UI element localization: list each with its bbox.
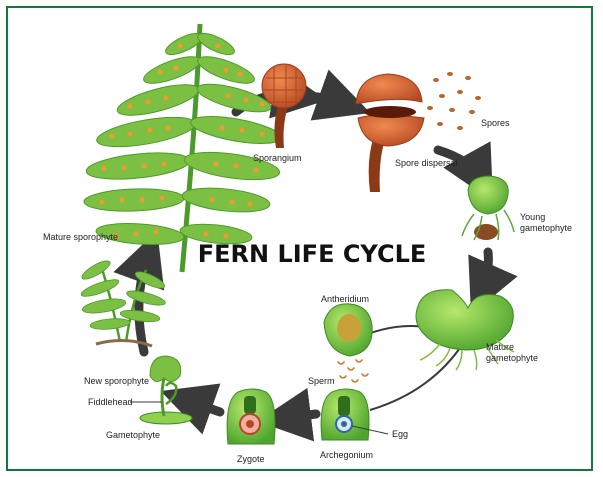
egg-nucleus (341, 421, 347, 427)
released-spores (427, 72, 481, 130)
new-sporophyte-illustration (130, 356, 192, 424)
mature-gametophyte-body (416, 290, 513, 350)
young-gametophyte-body (468, 176, 508, 214)
open-sporangium-mouth (364, 106, 416, 118)
label-zygote: Zygote (237, 454, 265, 464)
label-archegonium: Archegonium (320, 450, 373, 460)
open-sporangium-illustration (356, 72, 481, 192)
arrow-sporangium-to-open (310, 96, 345, 104)
label-new-sporophyte: New sporophyte (84, 376, 149, 386)
gametophyte-base (140, 412, 192, 424)
zygote-neck (244, 396, 256, 414)
zygote-nucleus (246, 420, 254, 428)
open-sporangium-top (356, 74, 422, 104)
sperm-cells (338, 360, 368, 382)
small-fern-illustration (79, 258, 166, 346)
fiddlehead-coil (166, 383, 176, 404)
label-spores: Spores (481, 118, 510, 128)
new-sporophyte-stem (162, 378, 164, 416)
label-young-gametophyte-line2: gametophyte (520, 223, 572, 233)
label-sporangium: Sporangium (253, 153, 302, 163)
frond-leaflets (84, 29, 284, 247)
label-mature-sporophyte: Mature sporophyte (43, 232, 118, 242)
sporangium-head (262, 64, 306, 108)
label-egg: Egg (392, 429, 408, 439)
connector-archegonium (370, 345, 462, 410)
antheridium-chamber (337, 314, 361, 342)
label-mature-gametophyte-line2: gametophyte (486, 353, 538, 363)
zygote-illustration (227, 389, 275, 444)
arrow-zygote-to-sporophyte (186, 400, 220, 412)
new-sporophyte-frond (150, 356, 181, 382)
diagram-title: FERN LIFE CYCLE (198, 240, 427, 268)
archegonium-neck (338, 396, 350, 416)
antheridium-illustration (324, 304, 372, 382)
label-gametophyte: Gametophyte (106, 430, 160, 440)
label-sperm: Sperm (308, 376, 335, 386)
arrow-young-to-mature (482, 252, 488, 290)
open-sporangium-bottom (358, 115, 424, 146)
arrow-archegonium-to-zygote (284, 414, 316, 418)
label-mature-gametophyte-line1: Mature (486, 342, 514, 352)
young-gametophyte-illustration (462, 176, 514, 240)
label-antheridium: Antheridium (321, 294, 369, 304)
archegonium-illustration (321, 389, 388, 440)
label-spore-dispersal: Spore dispersal (395, 158, 458, 168)
label-fiddlehead: Fiddlehead (88, 397, 133, 407)
sporangium-stalk (274, 106, 288, 148)
label-young-gametophyte-line1: Young (520, 212, 545, 222)
